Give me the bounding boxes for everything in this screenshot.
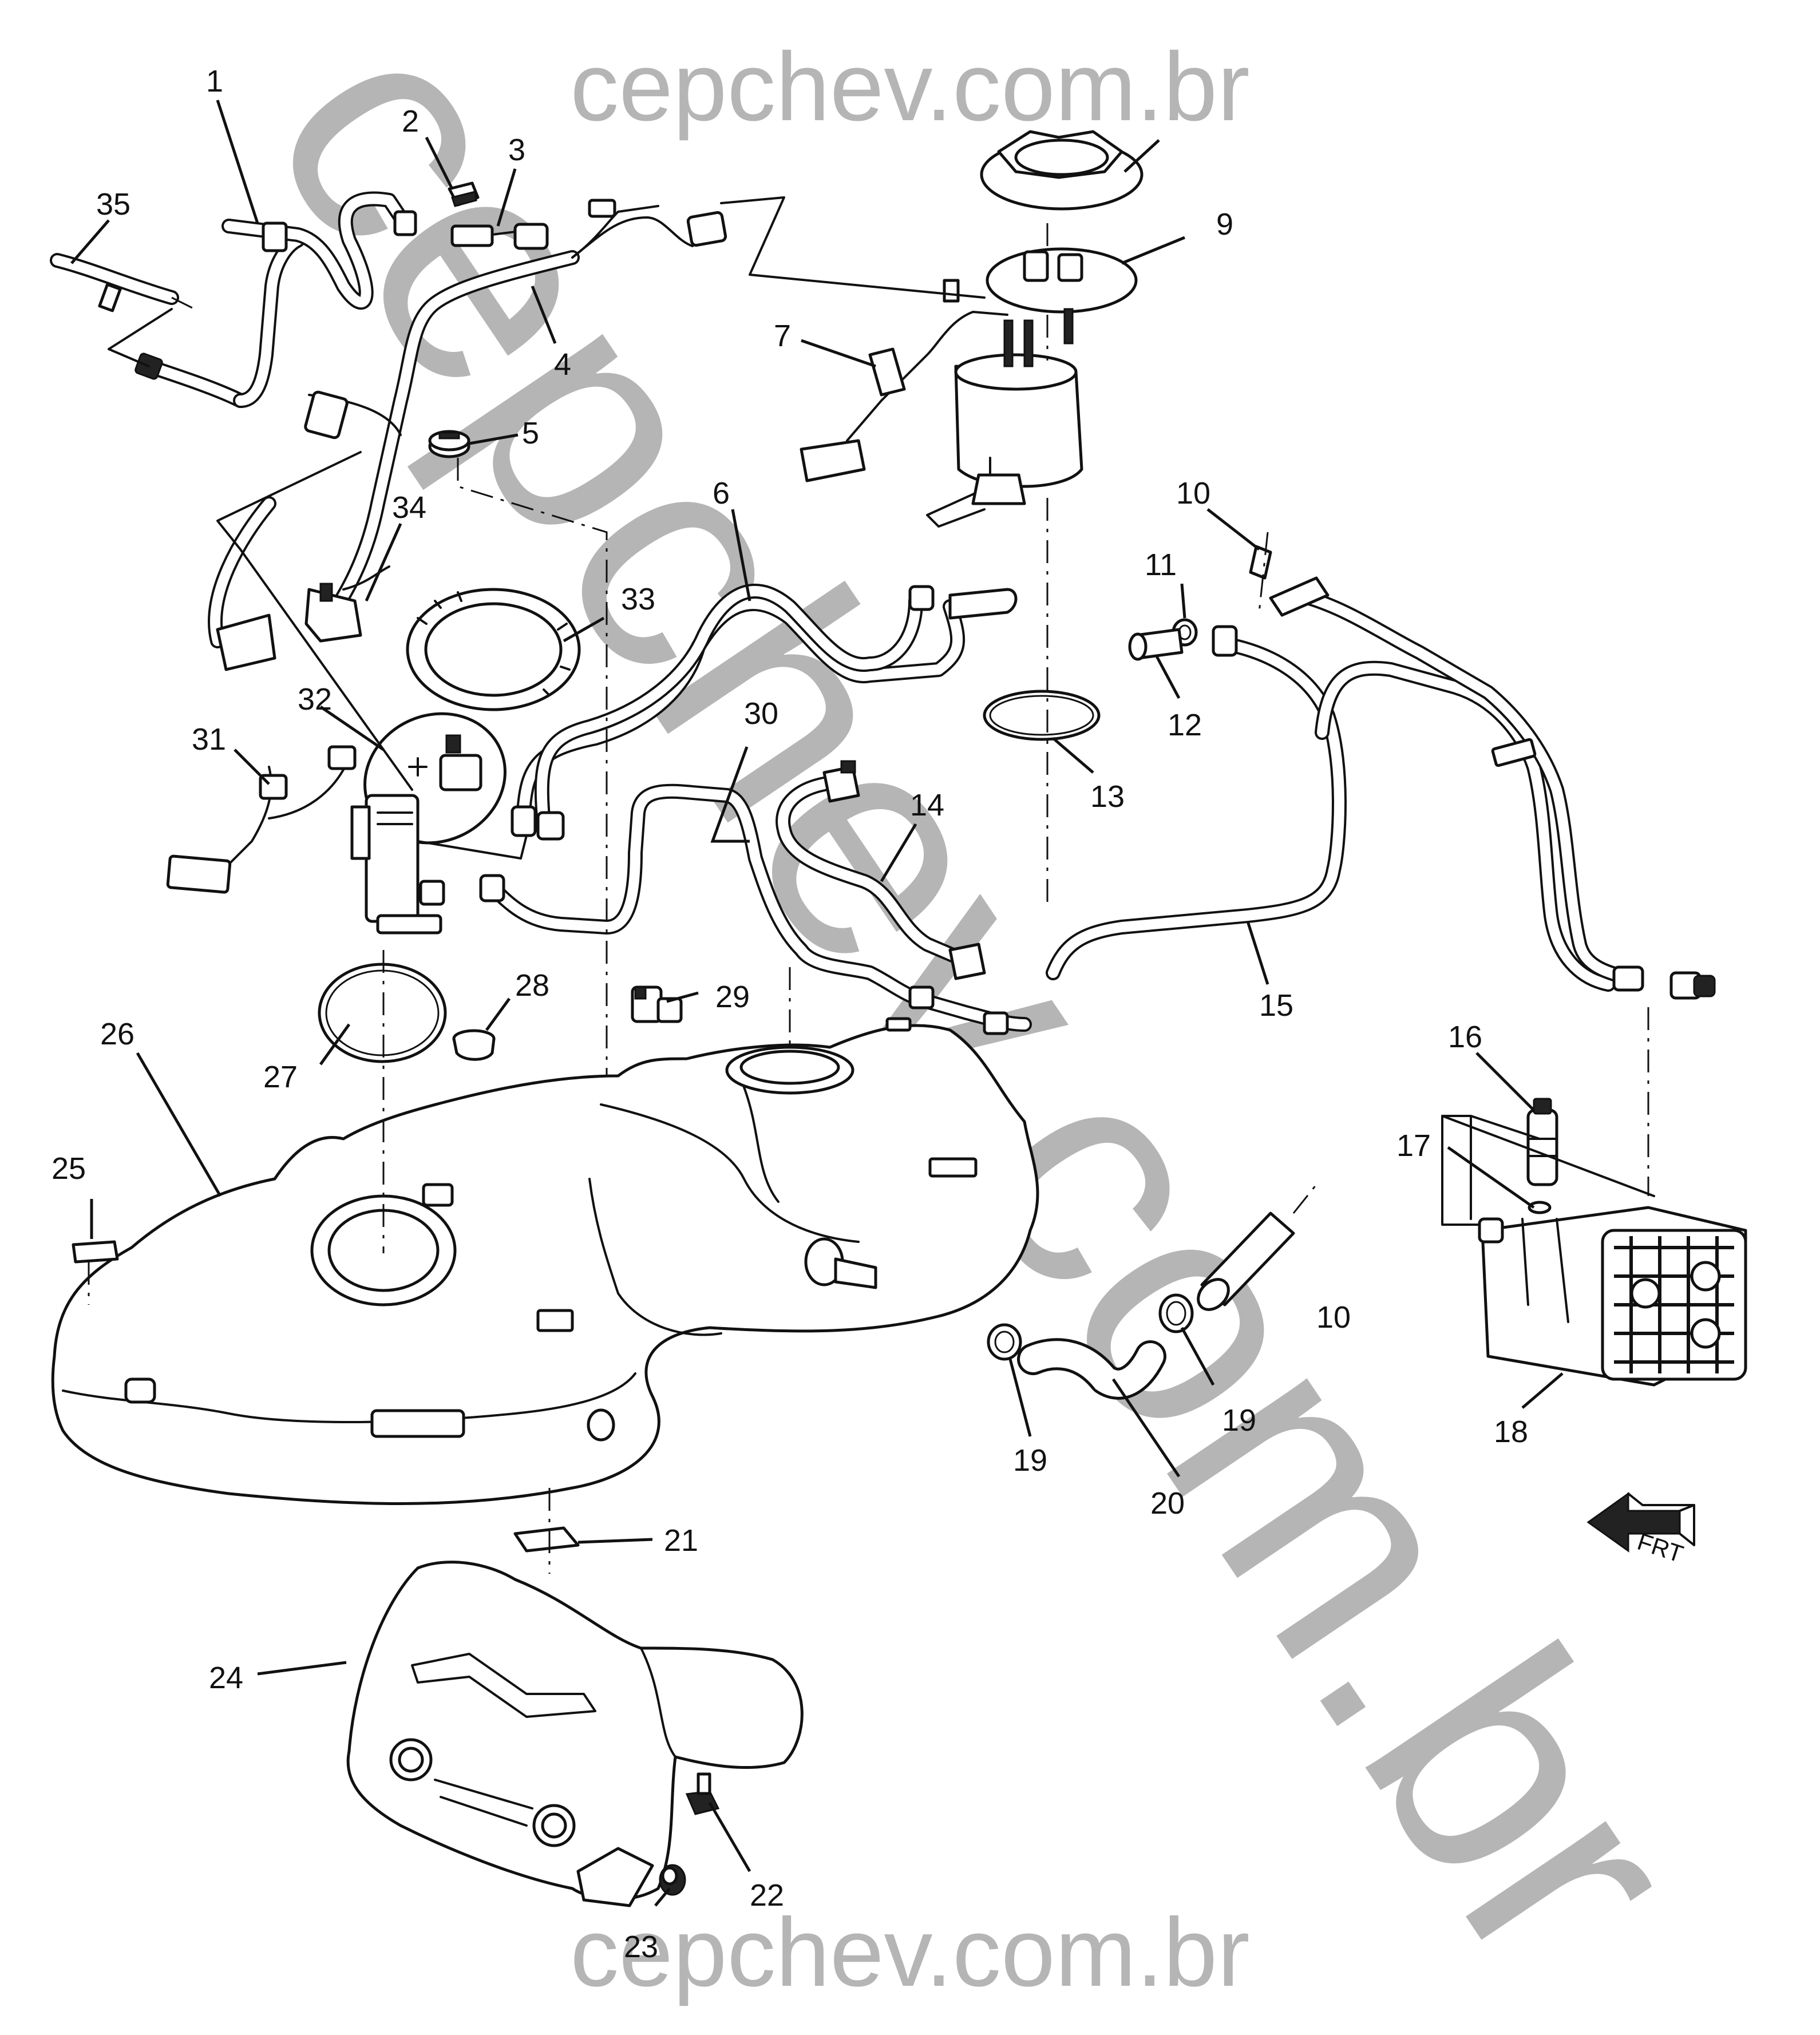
part-5-grommet (428, 430, 470, 458)
part-6-crossover-tube (511, 583, 1018, 841)
callout-18: 18 (1494, 1415, 1528, 1449)
callout-7: 7 (774, 319, 791, 353)
callout-19-right: 19 (1222, 1403, 1256, 1438)
callout-9: 9 (1216, 207, 1233, 241)
part-secondary-pump-module (350, 794, 445, 935)
callout-12: 12 (1168, 708, 1202, 742)
callout-11: 11 (1145, 548, 1177, 582)
part-17-seal (1528, 1201, 1552, 1214)
callout-leaders (70, 100, 1564, 1907)
part-28-cap (452, 1029, 496, 1061)
front-direction-arrow: FRT (1586, 1492, 1695, 1567)
part-31-fuel-level-sensor (166, 745, 357, 894)
part-19-clamp-right (1158, 1293, 1194, 1333)
part-14-fuel-feed-line (776, 760, 986, 980)
callout-26: 26 (100, 1017, 134, 1051)
callout-34: 34 (392, 490, 426, 525)
part-7-fuel-level-sender (800, 311, 1008, 482)
part-19-clamp-left (987, 1323, 1022, 1361)
part-4-harness-line (313, 199, 727, 637)
callout-15: 15 (1259, 988, 1293, 1023)
watermark-bottom: cepchev.com.br (570, 1898, 1249, 2007)
callout-17: 17 (1396, 1129, 1431, 1163)
callout-22: 22 (750, 1878, 784, 1913)
callout-35: 35 (96, 187, 130, 221)
callout-20: 20 (1150, 1486, 1185, 1521)
callout-31: 31 (192, 722, 226, 757)
watermark-top: cepchev.com.br (570, 33, 1249, 141)
part-10-check-valve-lower (1197, 1184, 1317, 1311)
part-10-check-valve-upper (1249, 532, 1272, 613)
callout-14: 14 (910, 788, 944, 822)
callout-2: 2 (402, 104, 419, 138)
part-1-fuel-tube-upper (221, 191, 417, 408)
part-33-lock-ring (406, 588, 581, 711)
callout-32: 32 (298, 682, 332, 716)
callout-19-left: 19 (1013, 1443, 1047, 1478)
callout-4: 4 (554, 347, 571, 382)
part-9-primary-pump-flange (943, 247, 1138, 314)
part-25-pad (72, 1240, 119, 1264)
callout-33: 33 (621, 582, 655, 616)
part-16-vent-valve (1526, 1098, 1558, 1186)
callout-25: 25 (52, 1151, 86, 1186)
part-27-o-ring (318, 963, 447, 1063)
callout-27: 27 (263, 1060, 298, 1094)
callout-3: 3 (508, 133, 525, 167)
part-29-connector (631, 985, 683, 1023)
part-26-fuel-tank (51, 1017, 1039, 1505)
part-24-heat-shield (346, 1561, 804, 1907)
part-15-evap-pipe-assembly (1046, 576, 1716, 1000)
part-23-nut (659, 1864, 686, 1896)
callout-21: 21 (664, 1523, 698, 1558)
callout-6: 6 (713, 476, 730, 510)
assembly-guide-lines (88, 196, 1655, 1574)
part-18-evap-canister (1478, 1206, 1747, 1387)
part-22-push-pin (685, 1772, 720, 1815)
callout-10-lower: 10 (1316, 1300, 1351, 1335)
callout-numbers: 1 2 3 4 5 6 7 9 10 11 12 13 14 15 16 17 … (52, 64, 1528, 1964)
part-3-connector-clip (450, 223, 549, 250)
callout-1: 1 (206, 64, 223, 98)
callout-5: 5 (522, 416, 539, 450)
callout-13: 13 (1090, 779, 1125, 814)
part-8-lock-ring-top (980, 130, 1144, 211)
part-30-fuel-line (479, 783, 1032, 1035)
callout-30: 30 (744, 696, 778, 731)
part-35-vapor-tube (50, 253, 248, 408)
part-12-hose (1128, 628, 1184, 661)
callout-23: 23 (624, 1930, 658, 1964)
part-primary-pump-module (926, 308, 1083, 528)
part-2-clip (448, 181, 480, 207)
part-21-insulator-pad (513, 1526, 580, 1553)
callout-16: 16 (1448, 1020, 1482, 1054)
callout-29: 29 (715, 980, 750, 1014)
callout-24: 24 (209, 1661, 243, 1695)
callout-10-upper: 10 (1176, 476, 1210, 510)
part-34-harness-connector (208, 390, 402, 671)
callout-28: 28 (515, 968, 549, 1003)
part-13-o-ring (983, 690, 1101, 741)
part-20-filler-hose (1017, 1338, 1166, 1400)
